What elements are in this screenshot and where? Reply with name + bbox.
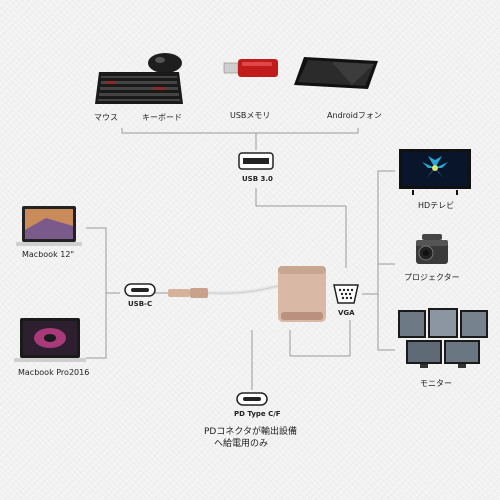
hdtv-label: HDテレビ [418,201,455,210]
hdtv-icon [399,149,471,195]
pd-label: PD Type C/F [234,410,281,418]
usb-memory-icon [223,59,278,77]
vga-label: VGA [338,309,355,317]
macbook12-label: Macbook 12" [22,250,75,259]
pd-note-line1: PDコネクタが輸出設備 [204,427,297,437]
keyboard-icon [95,72,183,104]
usb3-port-icon [238,152,274,170]
mouse-icon [148,53,182,73]
mouse-label: マウス [94,113,118,122]
android-phone-label: Androidフォン [327,111,382,120]
usbc-label: USB-C [128,300,153,308]
usb3-label: USB 3.0 [242,175,273,183]
pd-note-line2: へ給電用のみ [214,439,269,449]
vga-port-icon [333,284,359,304]
usb-c-adapter-image [168,266,326,322]
usbc-port-icon [124,283,156,297]
keyboard-label: キーボード [142,113,182,122]
pd-port-icon [236,392,268,406]
android-phone-icon [294,57,378,89]
monitor-icon [398,308,488,368]
macbook-pro-icon [14,318,86,362]
monitor-label: モニター [420,379,452,388]
macbook12-icon [16,206,82,246]
macbook-pro-label: Macbook Pro2016 [18,368,90,377]
projector-icon [416,234,448,264]
usb-memory-label: USBメモリ [230,111,271,120]
projector-label: プロジェクター [404,273,460,282]
